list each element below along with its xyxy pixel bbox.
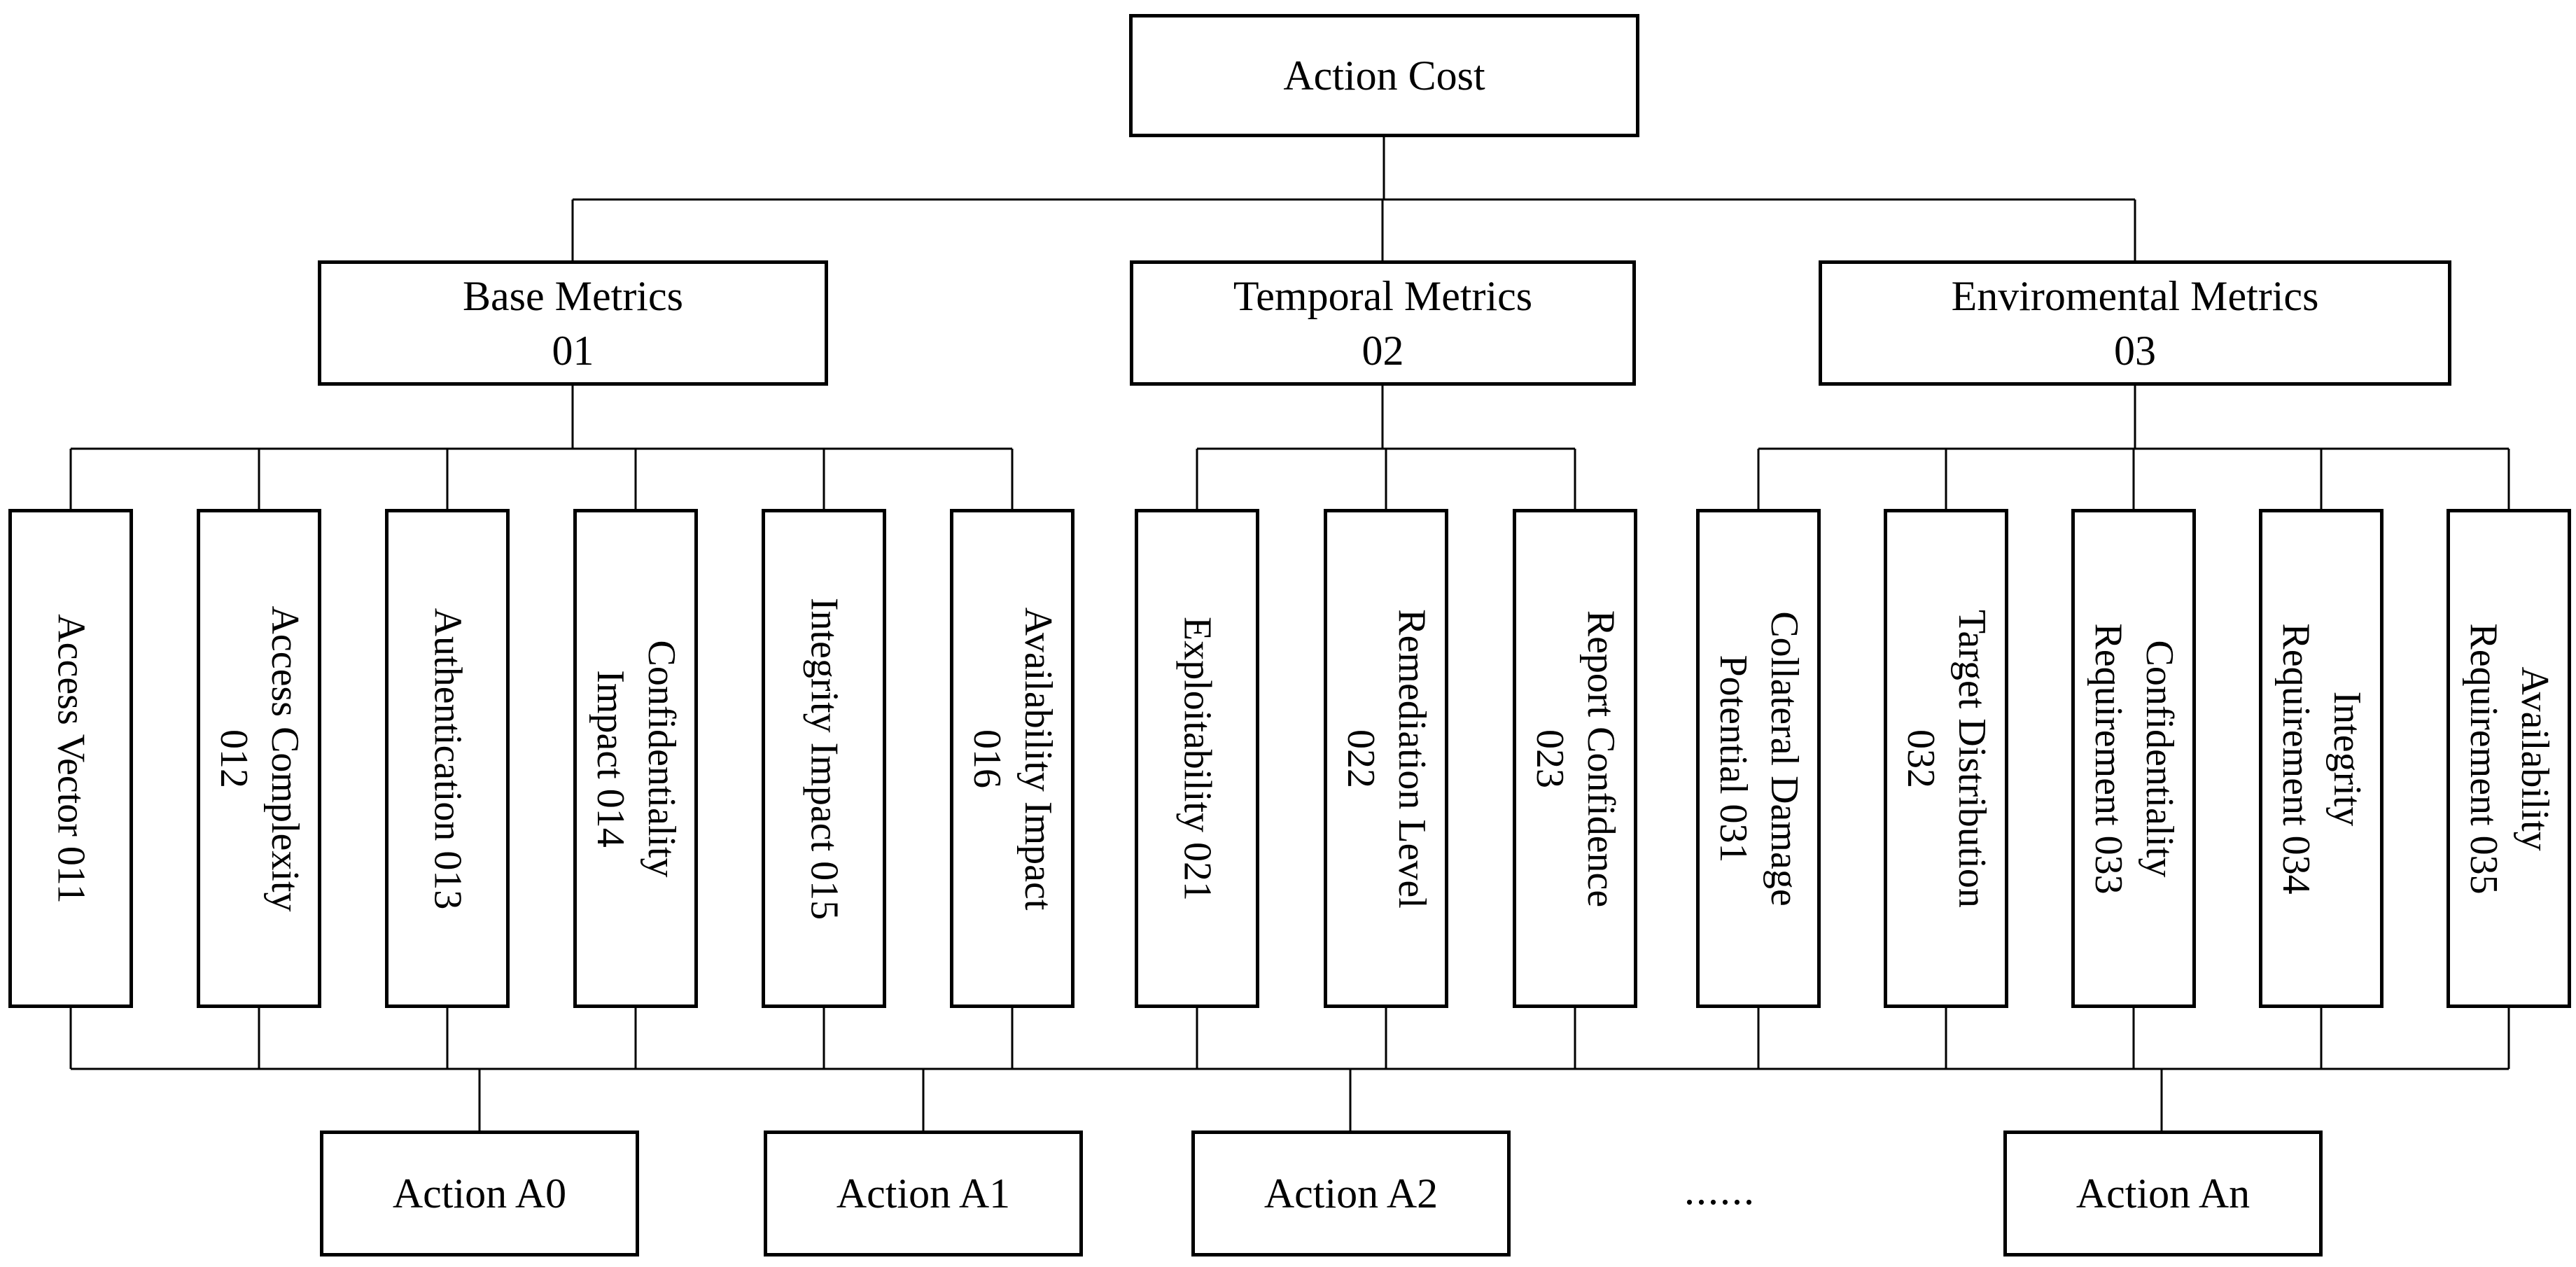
action-node-a0: Action A0 <box>320 1130 639 1256</box>
metric-node-label: Confidentiality Requirement 033 <box>2087 622 2181 895</box>
metric-node-label: Integrity Impact 015 <box>802 597 846 920</box>
metric-node-label: Availability Impact 016 <box>965 607 1060 910</box>
metric-node-collateral-damage-potential: Collateral Damage Potential 031 <box>1696 509 1821 1008</box>
group-node-label: Enviromental Metrics 03 <box>1951 272 2319 374</box>
metric-node-label: Exploitability 021 <box>1175 616 1219 901</box>
metric-node-report-confidence: Report Confidence 023 <box>1513 509 1637 1008</box>
group-node-environmental-metrics: Enviromental Metrics 03 <box>1819 260 2451 386</box>
metric-node-availability-requirement: Availability Requirement 035 <box>2446 509 2571 1008</box>
metric-node-target-distribution: Target Distribution 032 <box>1884 509 2008 1008</box>
group-node-label: Temporal Metrics 02 <box>1233 272 1533 374</box>
group-node-label: Base Metrics 01 <box>463 272 683 374</box>
action-node-a1: Action A1 <box>764 1130 1083 1256</box>
action-node-label: Action A2 <box>1264 1170 1438 1217</box>
metric-node-confidentiality-impact: Confidentiality Impact 014 <box>573 509 698 1008</box>
metric-node-access-vector: Access Vector 011 <box>8 509 133 1008</box>
group-node-temporal-metrics: Temporal Metrics 02 <box>1130 260 1636 386</box>
metric-node-label: Collateral Damage Potential 031 <box>1712 610 1806 906</box>
metric-node-label: Remediation Level 022 <box>1339 608 1434 909</box>
metric-node-integrity-impact: Integrity Impact 015 <box>762 509 886 1008</box>
action-node-a2: Action A2 <box>1191 1130 1511 1256</box>
group-node-base-metrics: Base Metrics 01 <box>318 260 828 386</box>
metric-node-remediation-level: Remediation Level 022 <box>1324 509 1448 1008</box>
metric-node-label: Integrity Requirement 034 <box>2274 622 2369 895</box>
metric-node-exploitability: Exploitability 021 <box>1135 509 1259 1008</box>
root-node-action-cost: Action Cost <box>1129 14 1639 137</box>
metric-node-label: Access Vector 011 <box>49 613 93 904</box>
ellipsis-more-actions: ...... <box>1684 1167 1756 1213</box>
action-node-label: Action An <box>2076 1170 2250 1217</box>
metric-node-label: Authentication 013 <box>426 608 470 909</box>
metric-node-authentication: Authentication 013 <box>385 509 510 1008</box>
metric-node-integrity-requirement: Integrity Requirement 034 <box>2259 509 2384 1008</box>
metric-node-access-complexity: Access Complexity 012 <box>197 509 321 1008</box>
action-node-label: Action A1 <box>836 1170 1011 1217</box>
metric-node-label: Availability Requirement 035 <box>2462 622 2556 895</box>
metric-node-confidentiality-requirement: Confidentiality Requirement 033 <box>2071 509 2196 1008</box>
action-node-label: Action A0 <box>392 1170 567 1217</box>
root-node-label: Action Cost <box>1283 52 1485 99</box>
metric-node-label: Target Distribution 032 <box>1899 609 1994 908</box>
metric-node-label: Report Confidence 023 <box>1528 610 1623 907</box>
metric-node-label: Access Complexity 012 <box>212 605 307 912</box>
metric-node-availability-impact: Availability Impact 016 <box>950 509 1074 1008</box>
metric-node-label: Confidentiality Impact 014 <box>589 639 683 878</box>
action-node-an: Action An <box>2003 1130 2323 1256</box>
